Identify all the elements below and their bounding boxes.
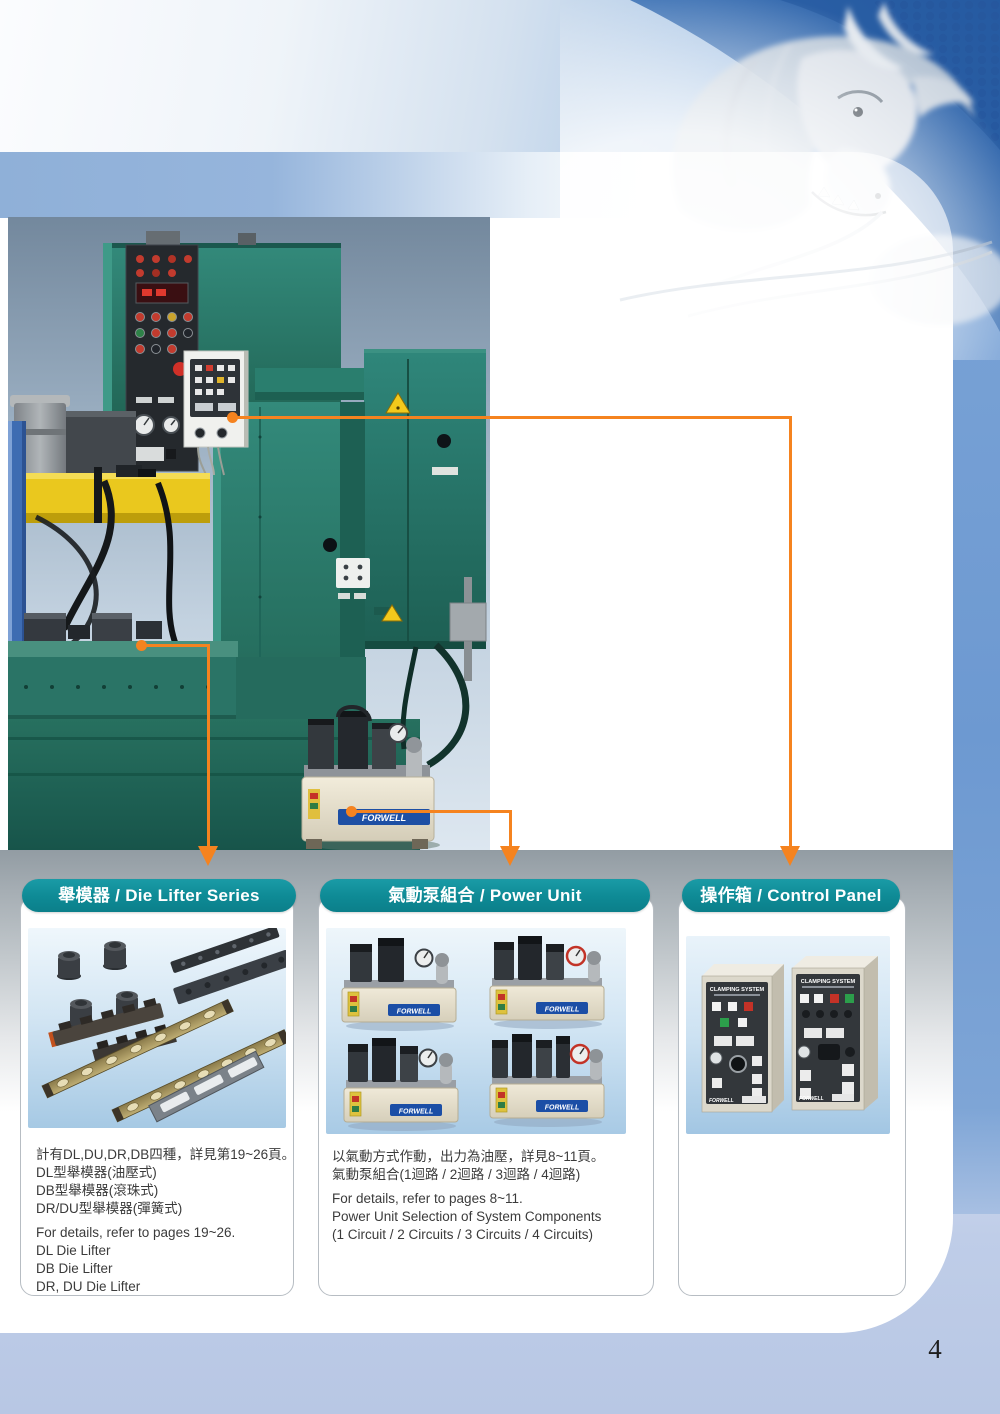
desc-line: 氣動泵組合(1迴路 / 2迴路 / 3迴路 / 4迴路) — [332, 1167, 581, 1182]
callout-dot-die-lifter — [136, 640, 147, 651]
desc-line: DL型舉模器(油壓式) — [36, 1165, 157, 1180]
forwell-logo — [536, 1002, 588, 1014]
power-unit-2: FORWELL — [489, 936, 605, 1029]
connector-line-control-panel-v — [789, 416, 792, 847]
section-header-die-lifter: 舉模器 / Die Lifter Series — [22, 879, 296, 912]
machine-power-unit: FORWELL — [301, 705, 440, 851]
right-edge-strip — [953, 152, 1000, 1214]
forwell-logo — [536, 1100, 588, 1112]
callout-dot-power-unit — [346, 806, 357, 817]
svg-text:FORWELL: FORWELL — [545, 1105, 579, 1112]
connector-line-power-unit-h — [352, 810, 511, 813]
die-lifter-description: 計有DL,DU,DR,DB四種，詳見第19~26頁。 DL型舉模器(油壓式) D… — [36, 1146, 296, 1296]
dark-rails — [170, 928, 286, 1005]
desc-line: DL Die Lifter — [36, 1243, 111, 1258]
connector-line-power-unit-v — [509, 810, 512, 847]
desc-line: DB型舉模器(滾珠式) — [36, 1183, 159, 1198]
product-photo-die-lifters — [28, 928, 286, 1128]
roller-rail-1 — [41, 998, 234, 1099]
svg-text:FORWELL: FORWELL — [399, 1109, 433, 1116]
blue-accent-band — [0, 152, 680, 218]
desc-line: DR/DU型舉模器(彈簧式) — [36, 1201, 183, 1216]
forwell-logo: FORWELL — [709, 1098, 734, 1104]
warning-triangle-icon — [385, 392, 411, 414]
page-number: 4 — [928, 1334, 942, 1364]
clamping-system-label: CLAMPING SYSTEM — [710, 987, 765, 993]
bolster-table — [8, 641, 238, 723]
connector-line-control-panel-h — [233, 416, 792, 419]
clamp-cylinder — [14, 403, 66, 479]
forwell-logo: FORWELL — [799, 1096, 824, 1102]
electrical-cabinet — [364, 349, 486, 649]
product-photo-control-panels: CLAMPING SYSTEM FORWELL CLAMPING SYSTEM — [686, 936, 890, 1134]
connector-line-die-lifter-v — [207, 644, 210, 847]
arrow-down-icon-die-lifter — [198, 846, 218, 866]
desc-line: DR, DU Die Lifter — [36, 1279, 141, 1294]
wall-conduit-box — [449, 577, 487, 681]
content-area: FORWELL 舉模器 / Die Lifter Series 氣動泵組合 / … — [0, 152, 953, 1333]
section-header-power-unit: 氣動泵組合 / Power Unit — [320, 879, 650, 912]
power-unit-1: FORWELL — [341, 938, 457, 1031]
svg-text:FORWELL: FORWELL — [397, 1009, 431, 1016]
desc-line: DB Die Lifter — [36, 1261, 113, 1276]
power-unit-4: FORWELL — [489, 1034, 605, 1127]
section-header-control-panel: 操作箱 / Control Panel — [682, 879, 900, 912]
warning-triangle-icon — [381, 604, 403, 622]
desc-line: For details, refer to pages 8~11. — [332, 1191, 523, 1206]
arrow-down-icon-control-panel — [780, 846, 800, 866]
svg-text:FORWELL: FORWELL — [362, 813, 406, 823]
arrow-down-icon-power-unit — [500, 846, 520, 866]
dies-on-table — [24, 613, 162, 645]
top-banner — [0, 0, 1000, 152]
power-unit-3: FORWELL — [343, 1038, 459, 1131]
machine-photo: FORWELL — [8, 217, 490, 851]
desc-line: 以氣動方式作動，出力為油壓，詳見8~11頁。 — [332, 1149, 605, 1164]
clamping-system-label: CLAMPING SYSTEM — [801, 979, 856, 985]
desc-line: 計有DL,DU,DR,DB四種，詳見第19~26頁。 — [36, 1147, 296, 1162]
outlet-box — [336, 558, 370, 599]
control-box-2: CLAMPING SYSTEM FORWELL — [791, 956, 878, 1111]
desc-line: For details, refer to pages 19~26. — [36, 1225, 236, 1240]
connector-line-die-lifter-h — [142, 644, 210, 647]
forwell-logo — [388, 1004, 440, 1016]
blue-column — [8, 421, 26, 703]
forwell-logo — [338, 809, 430, 825]
desc-line: (1 Circuit / 2 Circuits / 3 Circuits / 4… — [332, 1227, 594, 1242]
insert-rail — [148, 1050, 265, 1123]
control-box-1: CLAMPING SYSTEM FORWELL — [701, 964, 784, 1113]
forwell-logo — [390, 1104, 442, 1116]
desc-line: Power Unit Selection of System Component… — [332, 1209, 602, 1224]
product-photo-power-units: FORWELL FORWELL — [326, 928, 626, 1134]
callout-dot-control-panel — [227, 412, 238, 423]
power-unit-description: 以氣動方式作動，出力為油壓，詳見8~11頁。 氣動泵組合(1迴路 / 2迴路 /… — [332, 1148, 642, 1244]
svg-text:FORWELL: FORWELL — [545, 1007, 579, 1014]
white-control-box — [183, 350, 249, 476]
